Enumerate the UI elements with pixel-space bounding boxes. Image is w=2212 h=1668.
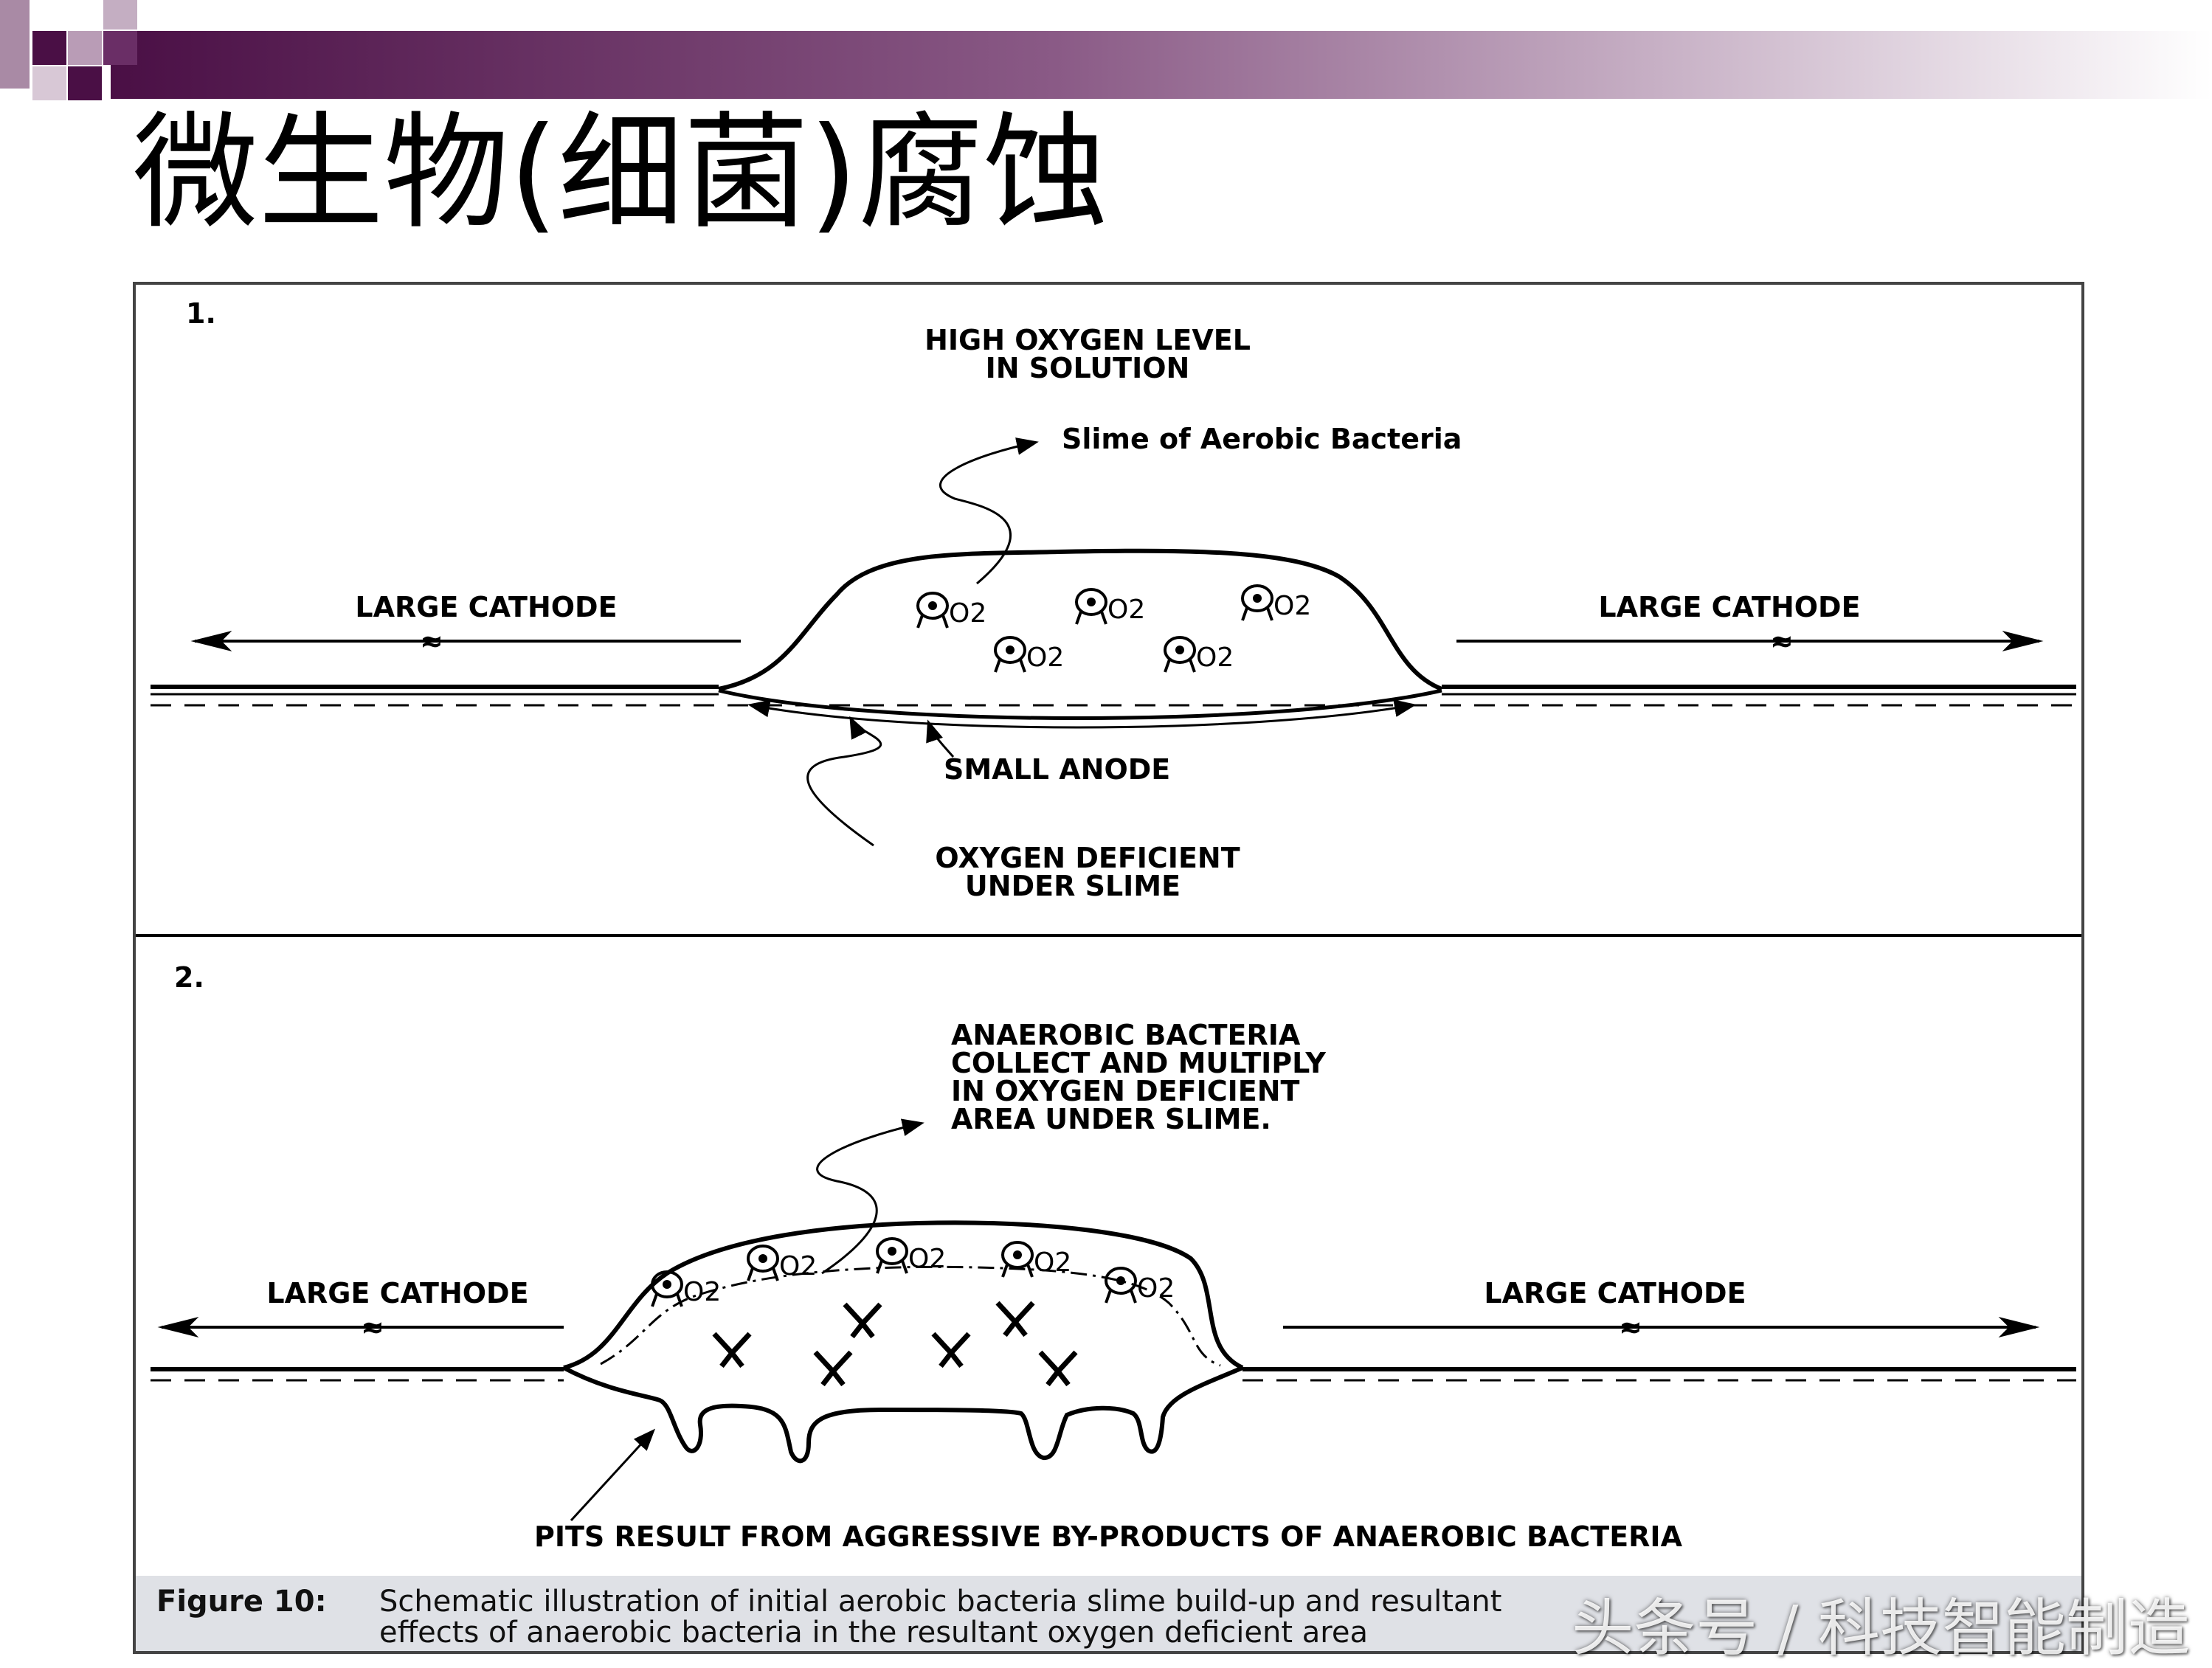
banner-square xyxy=(0,0,30,89)
watermark: 头条号 / 科技智能制造 xyxy=(1572,1592,2190,1664)
o2-cell-icon xyxy=(651,1270,683,1308)
panel1-anode-label: SMALL ANODE xyxy=(944,753,1170,786)
o2-symbol: O2 xyxy=(1026,643,1064,673)
panel1-cathode-left: LARGE CATHODE xyxy=(355,591,617,623)
panel2-anaerobic-leader xyxy=(816,1118,924,1275)
banner-square xyxy=(32,31,66,65)
panel1-deficient-line1: OXYGEN DEFICIENT xyxy=(935,842,1240,874)
banner-square xyxy=(103,31,137,65)
o2-cell-icon xyxy=(1105,1267,1137,1304)
figure-frame: 1. HIGH OXYGEN LEVEL IN SOLUTION Slime o… xyxy=(133,282,2084,1654)
panel2-pits-leader xyxy=(570,1428,656,1522)
o2-cell-icon xyxy=(1241,584,1273,622)
panel2-pits xyxy=(562,1366,1244,1464)
o2-symbol: O2 xyxy=(949,598,986,629)
anaerobic-bacteria-icon xyxy=(815,1352,851,1385)
o2-cell-icon xyxy=(1164,636,1196,674)
o2-symbol: O2 xyxy=(1196,643,1234,673)
slide-title: 微生物(细菌)腐蚀 xyxy=(133,100,1109,246)
banner-square xyxy=(68,31,102,65)
caption-label: Figure 10: xyxy=(156,1585,327,1619)
panel2-cathode-left: LARGE CATHODE xyxy=(266,1277,528,1309)
panel2-anaerobic-line4: AREA UNDER SLIME. xyxy=(951,1103,1271,1135)
o2-symbol: O2 xyxy=(1107,595,1145,625)
panel2-break-mark-left: ≈ xyxy=(361,1311,384,1343)
panel1-anode-inner xyxy=(747,699,1417,729)
panel1-high-oxygen-line2: IN SOLUTION xyxy=(986,352,1190,384)
o2-cell-icon xyxy=(747,1245,779,1282)
panel1-high-oxygen-line1: HIGH OXYGEN LEVEL xyxy=(924,324,1251,356)
panel1-cathode-right: LARGE CATHODE xyxy=(1598,591,1860,623)
banner-square xyxy=(103,0,137,30)
o2-symbol: O2 xyxy=(683,1277,721,1307)
o2-symbol: O2 xyxy=(779,1251,817,1281)
panel1-slime-leader xyxy=(939,437,1039,585)
panel1-deficient-line2: UNDER SLIME xyxy=(965,870,1181,902)
caption-line2: effects of anaerobic bacteria in the res… xyxy=(379,1616,1368,1650)
anaerobic-bacteria-icon xyxy=(933,1334,969,1366)
banner-bar xyxy=(111,31,2212,99)
panel2-slime-mound xyxy=(563,1220,1244,1370)
banner-square xyxy=(32,66,66,100)
panel2-pits-label: PITS RESULT FROM AGGRESSIVE BY-PRODUCTS … xyxy=(534,1520,1683,1553)
o2-cell-icon xyxy=(916,592,949,629)
o2-symbol: O2 xyxy=(1273,591,1311,621)
o2-cell-icon xyxy=(1075,588,1107,626)
panel1-slime-label: Slime of Aerobic Bacteria xyxy=(1062,423,1462,455)
banner-square xyxy=(68,66,102,100)
panel1-slime-mound xyxy=(718,548,1443,691)
panel1-break-mark-left: ≈ xyxy=(420,625,443,657)
anaerobic-bacteria-icon xyxy=(845,1304,880,1337)
caption-line1: Schematic illustration of initial aerobi… xyxy=(379,1585,1501,1619)
o2-cell-icon xyxy=(1001,1241,1034,1278)
panel1-anode-leader xyxy=(926,719,955,758)
title-banner xyxy=(0,0,2212,100)
panel2-anaerobic-line2: COLLECT AND MULTIPLY xyxy=(951,1047,1326,1079)
panel2-number: 2. xyxy=(174,961,204,994)
o2-symbol: O2 xyxy=(1137,1273,1175,1304)
panel2-slime-inner xyxy=(600,1265,1221,1367)
panel2-anaerobic-line3: IN OXYGEN DEFICIENT xyxy=(951,1075,1300,1107)
corrosion-diagram: 1. HIGH OXYGEN LEVEL IN SOLUTION Slime o… xyxy=(136,297,2081,1651)
panel1-break-mark-right: ≈ xyxy=(1770,625,1794,657)
anaerobic-bacteria-icon xyxy=(998,1303,1033,1335)
caption-background xyxy=(136,1576,2081,1651)
anaerobic-bacteria-icon xyxy=(1040,1352,1076,1385)
panel2-cathode-right: LARGE CATHODE xyxy=(1484,1277,1746,1309)
panel2-break-mark-right: ≈ xyxy=(1619,1311,1642,1343)
o2-symbol: O2 xyxy=(908,1244,946,1274)
anaerobic-bacteria-icon xyxy=(714,1334,750,1366)
panel1-number: 1. xyxy=(186,297,216,330)
o2-cell-icon xyxy=(994,636,1026,674)
panel1-deficient-leader xyxy=(806,716,882,847)
panel2-anaerobic-line1: ANAEROBIC BACTERIA xyxy=(951,1019,1301,1051)
o2-symbol: O2 xyxy=(1034,1247,1071,1278)
